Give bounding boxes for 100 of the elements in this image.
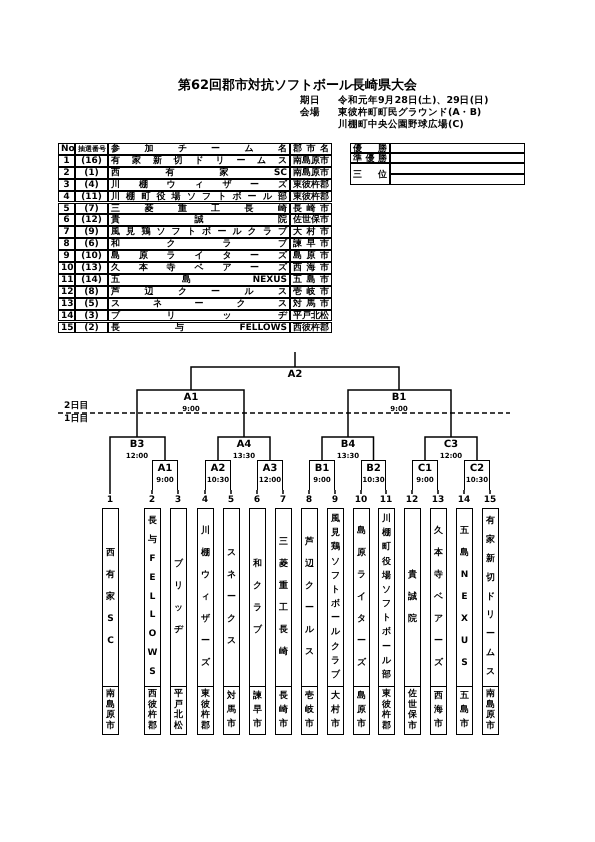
team-name: 貴誠院 [108,214,290,226]
result-label: 三位 [350,163,390,185]
match-code: A4 [236,439,252,451]
city-cell: 西彼杵郡 [145,686,160,734]
city-cell: 壱岐市 [302,686,317,734]
row-number: 8 [58,238,75,250]
row-number: 3 [58,178,75,191]
team-name: 川棚町役場ソフトボール部 [382,512,392,682]
draw-number: (3) [75,310,108,322]
row-number: 11 [58,274,75,286]
city-name: 東彼杵郡 [290,190,332,202]
bracket-line [137,436,166,460]
team-name: 久本寺ベアーズ [108,262,290,274]
date-text: 令和元年9月28日(土)、29日(日) [338,94,488,107]
team-name: スネークス [108,298,290,310]
city-name: 五島市 [290,274,332,286]
seed-number: 6 [252,494,262,506]
row-number: 5 [58,202,75,214]
city-name: 大村市 [290,226,332,238]
team-name: 風見鶏ソフトボールクラブ [108,226,290,238]
team-name: 芦辺クールス [108,286,290,298]
seed-number: 15 [482,494,498,506]
city-cell: 五島市 [457,686,472,734]
match-box [257,460,283,490]
city-cell: 東彼杵郡 [198,686,213,734]
row-number: 1 [58,154,75,167]
team-name: 川棚ウィザーズ [200,524,210,670]
city-name: 対馬市 [290,298,332,310]
match-box [309,460,335,490]
match-box [205,460,231,490]
match-code: B2 [365,463,382,475]
city-name: 諫早市 [290,238,332,250]
row-number: 10 [58,262,75,274]
venue-text: 東彼杵町町民グラウンド(A・B) [338,106,482,118]
row-number: 12 [58,286,75,298]
match-code: B3 [128,439,146,451]
match-box [464,460,490,490]
team-name: 和クラブ [252,557,262,637]
bracket-line [109,436,137,494]
seed-number: 8 [304,494,314,506]
draw-number: (14) [75,274,108,286]
draw-number: (2) [75,322,108,334]
bracket-line [437,490,439,494]
match-code: C2 [468,463,486,475]
bracket-line [321,436,348,460]
city-name: 佐世保市 [290,214,332,226]
seed-number: 9 [330,494,340,506]
bracket-line [282,490,284,494]
team-name: 和クラブ [108,238,290,250]
row-number: 7 [58,226,75,238]
seed-number: 4 [200,494,210,506]
bracket-line [411,490,413,494]
venue-label: 会場 [300,106,320,119]
bracket-line [463,490,465,494]
draw-number: (7) [75,202,108,214]
seed-number: 12 [404,494,420,506]
bracket-line [230,490,232,494]
city-cell: 南島原市 [483,686,498,734]
match-code: B1 [314,463,330,475]
row-number: 15 [58,322,75,334]
seed-number: 5 [226,494,236,506]
draw-number: (11) [75,190,108,202]
bracket-line [204,490,206,494]
team-name: 風見鶏ソフトボールクラブ [330,512,340,682]
city-cell: 西海市 [431,686,446,734]
match-code: B1 [390,392,408,404]
team-name: ブリッヂ [174,557,184,637]
bracket-line [360,490,362,494]
bracket-line [294,352,296,367]
match-box [412,460,438,490]
match-box [152,460,178,490]
city-cell: 佐世保市 [405,686,420,734]
row-number: 13 [58,298,75,310]
city-name: 西海市 [290,262,332,274]
day-label: 2日目 [64,401,88,411]
city-cell: 対馬市 [224,686,239,734]
team-name: 長与FELLOWS [108,322,290,334]
draw-number: (5) [75,298,108,310]
bracket-line [295,366,400,390]
match-code: A3 [262,463,278,475]
draw-number: (13) [75,262,108,274]
team-name: 川棚町役場ソフトボール部 [108,190,290,202]
draw-number: (6) [75,238,108,250]
seed-number: 3 [174,494,182,506]
team-name: 西有家SC [106,547,116,648]
team-name: 有家新切ドリームス [108,154,290,167]
seed-number: 13 [430,494,446,506]
draw-number: (9) [75,226,108,238]
draw-number: (4) [75,178,108,191]
match-code: A1 [182,392,200,404]
seed-number: 2 [148,494,156,506]
team-name: 五島NEXUS [108,274,290,286]
city-name: 西彼杵郡 [290,322,332,334]
bracket-line [136,389,191,437]
match-code: A2 [286,369,304,381]
bracket-line [177,490,179,494]
city-cell: 島原市 [354,686,369,734]
city-cell: 平戸北松 [171,686,186,734]
match-code: A2 [210,463,226,475]
bracket-line [347,389,399,437]
